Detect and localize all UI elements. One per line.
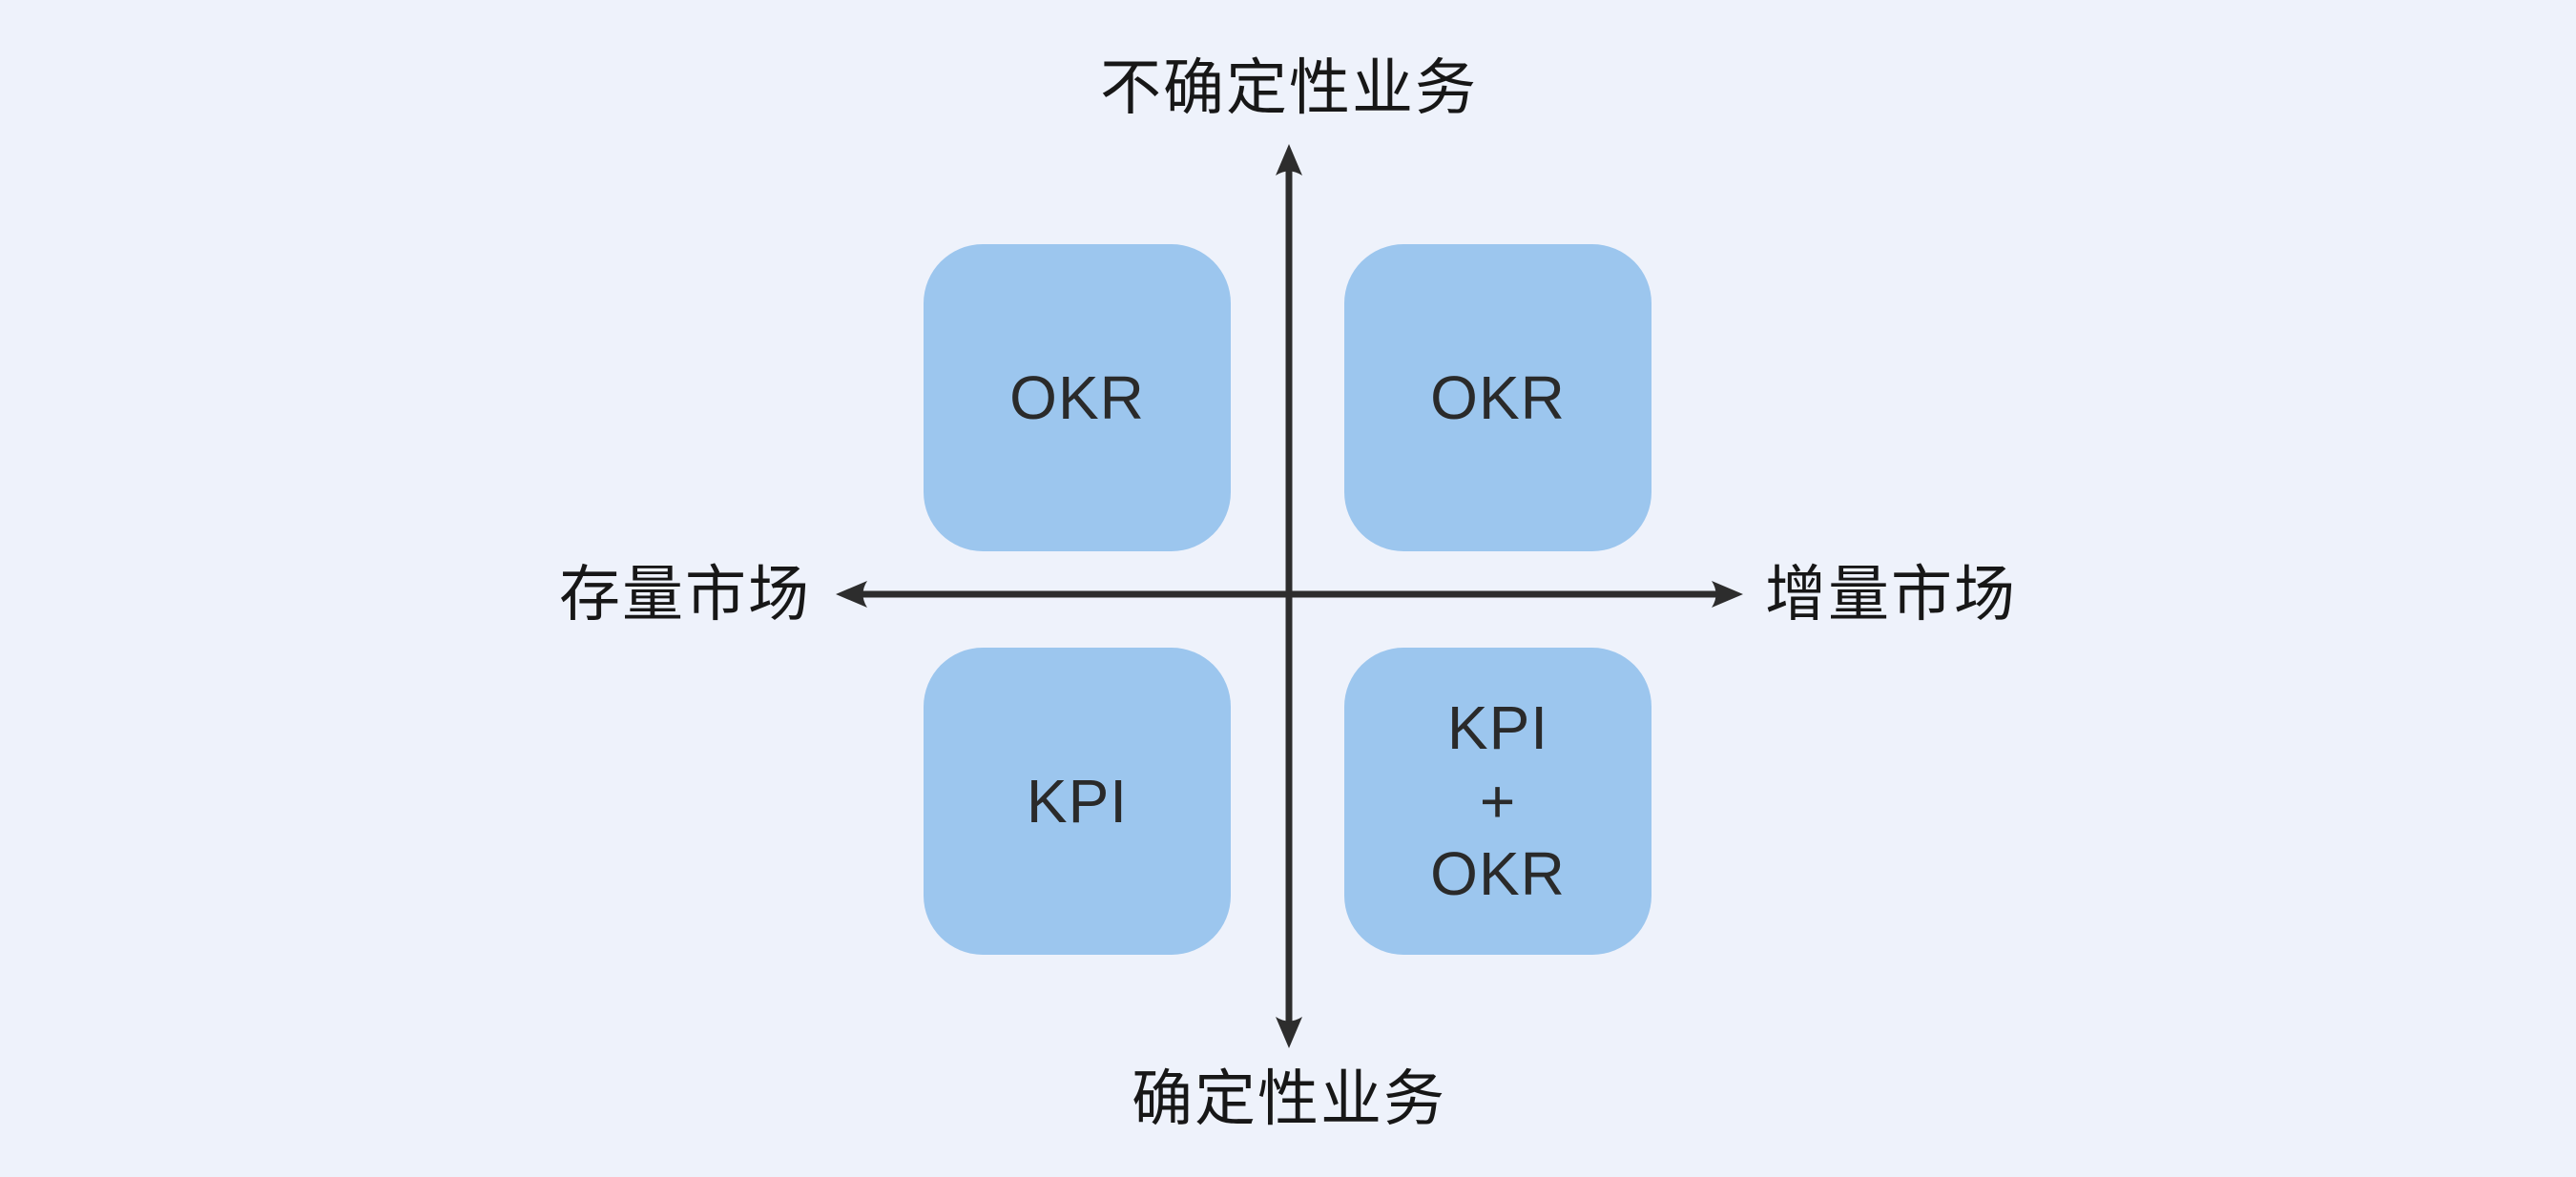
axis-label-right: 增量市场 <box>1765 560 2017 629</box>
arrow-up-icon <box>1276 144 1302 176</box>
quadrant-bottom-right-box: KPI + OKR <box>1344 648 1652 955</box>
quadrant-top-left-label: OKR <box>1009 362 1145 432</box>
quadrant-bottom-left-label: KPI <box>1026 766 1129 836</box>
arrow-down-icon <box>1276 1017 1302 1048</box>
quadrant-top-left-box: OKR <box>924 244 1231 551</box>
arrow-left-icon <box>836 581 867 608</box>
axis-label-bottom: 确定性业务 <box>1132 1064 1446 1133</box>
quadrant-top-right-label: OKR <box>1430 362 1566 432</box>
axis-label-left: 存量市场 <box>559 560 811 629</box>
quadrant-bottom-right-label: KPI + OKR <box>1430 692 1566 909</box>
quadrant-top-right-box: OKR <box>1344 244 1652 551</box>
axis-label-top: 不确定性业务 <box>1100 53 1478 122</box>
quadrant-bottom-left-box: KPI <box>924 648 1231 955</box>
arrow-right-icon <box>1712 581 1743 608</box>
